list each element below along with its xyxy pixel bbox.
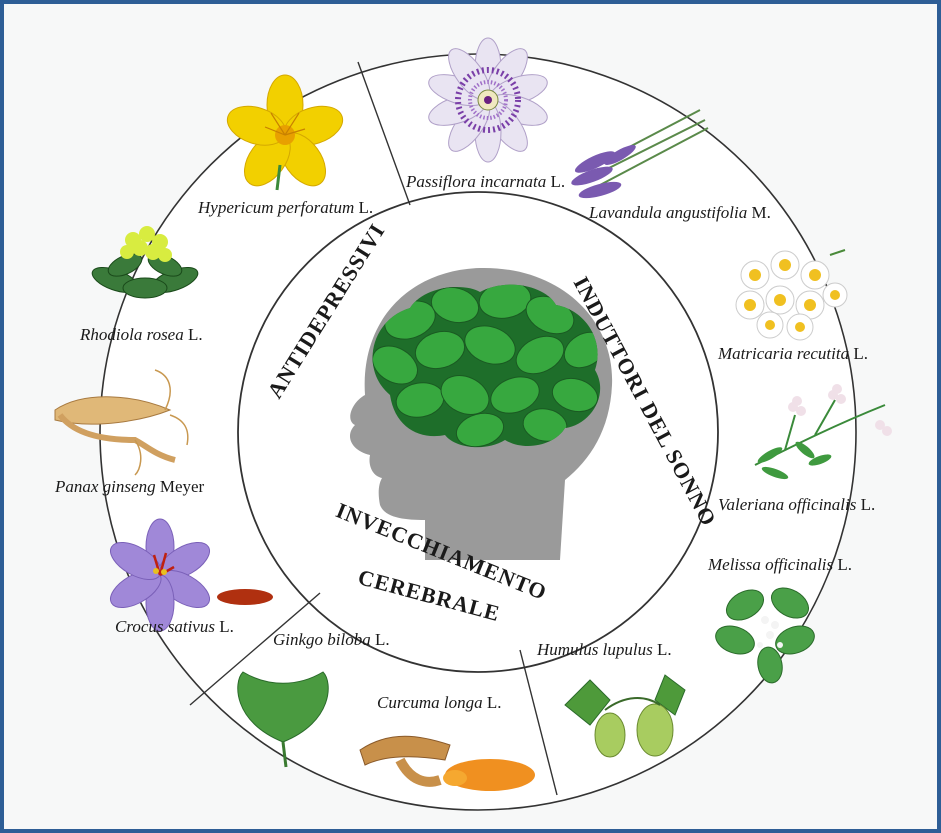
label-ginkgo: Ginkgo biloba L. (273, 630, 390, 649)
label-panax: Panax ginseng Meyer (54, 477, 205, 496)
label-rhodiola: Rhodiola rosea L. (79, 325, 203, 344)
label-passiflora: Passiflora incarnata L. (405, 172, 565, 191)
label-matricaria: Matricaria recutita L. (717, 344, 868, 363)
label-lavandula: Lavandula angustifolia M. (588, 203, 771, 222)
label-crocus: Crocus sativus L. (115, 617, 234, 636)
label-curcuma: Curcuma longa L. (377, 693, 502, 712)
label-valeriana: Valeriana officinalis L. (718, 495, 875, 514)
label-hypericum: Hypericum perforatum L. (197, 198, 373, 217)
label-melissa: Melissa officinalis L. (707, 555, 852, 574)
label-humulus: Humulus lupulus L. (536, 640, 672, 659)
